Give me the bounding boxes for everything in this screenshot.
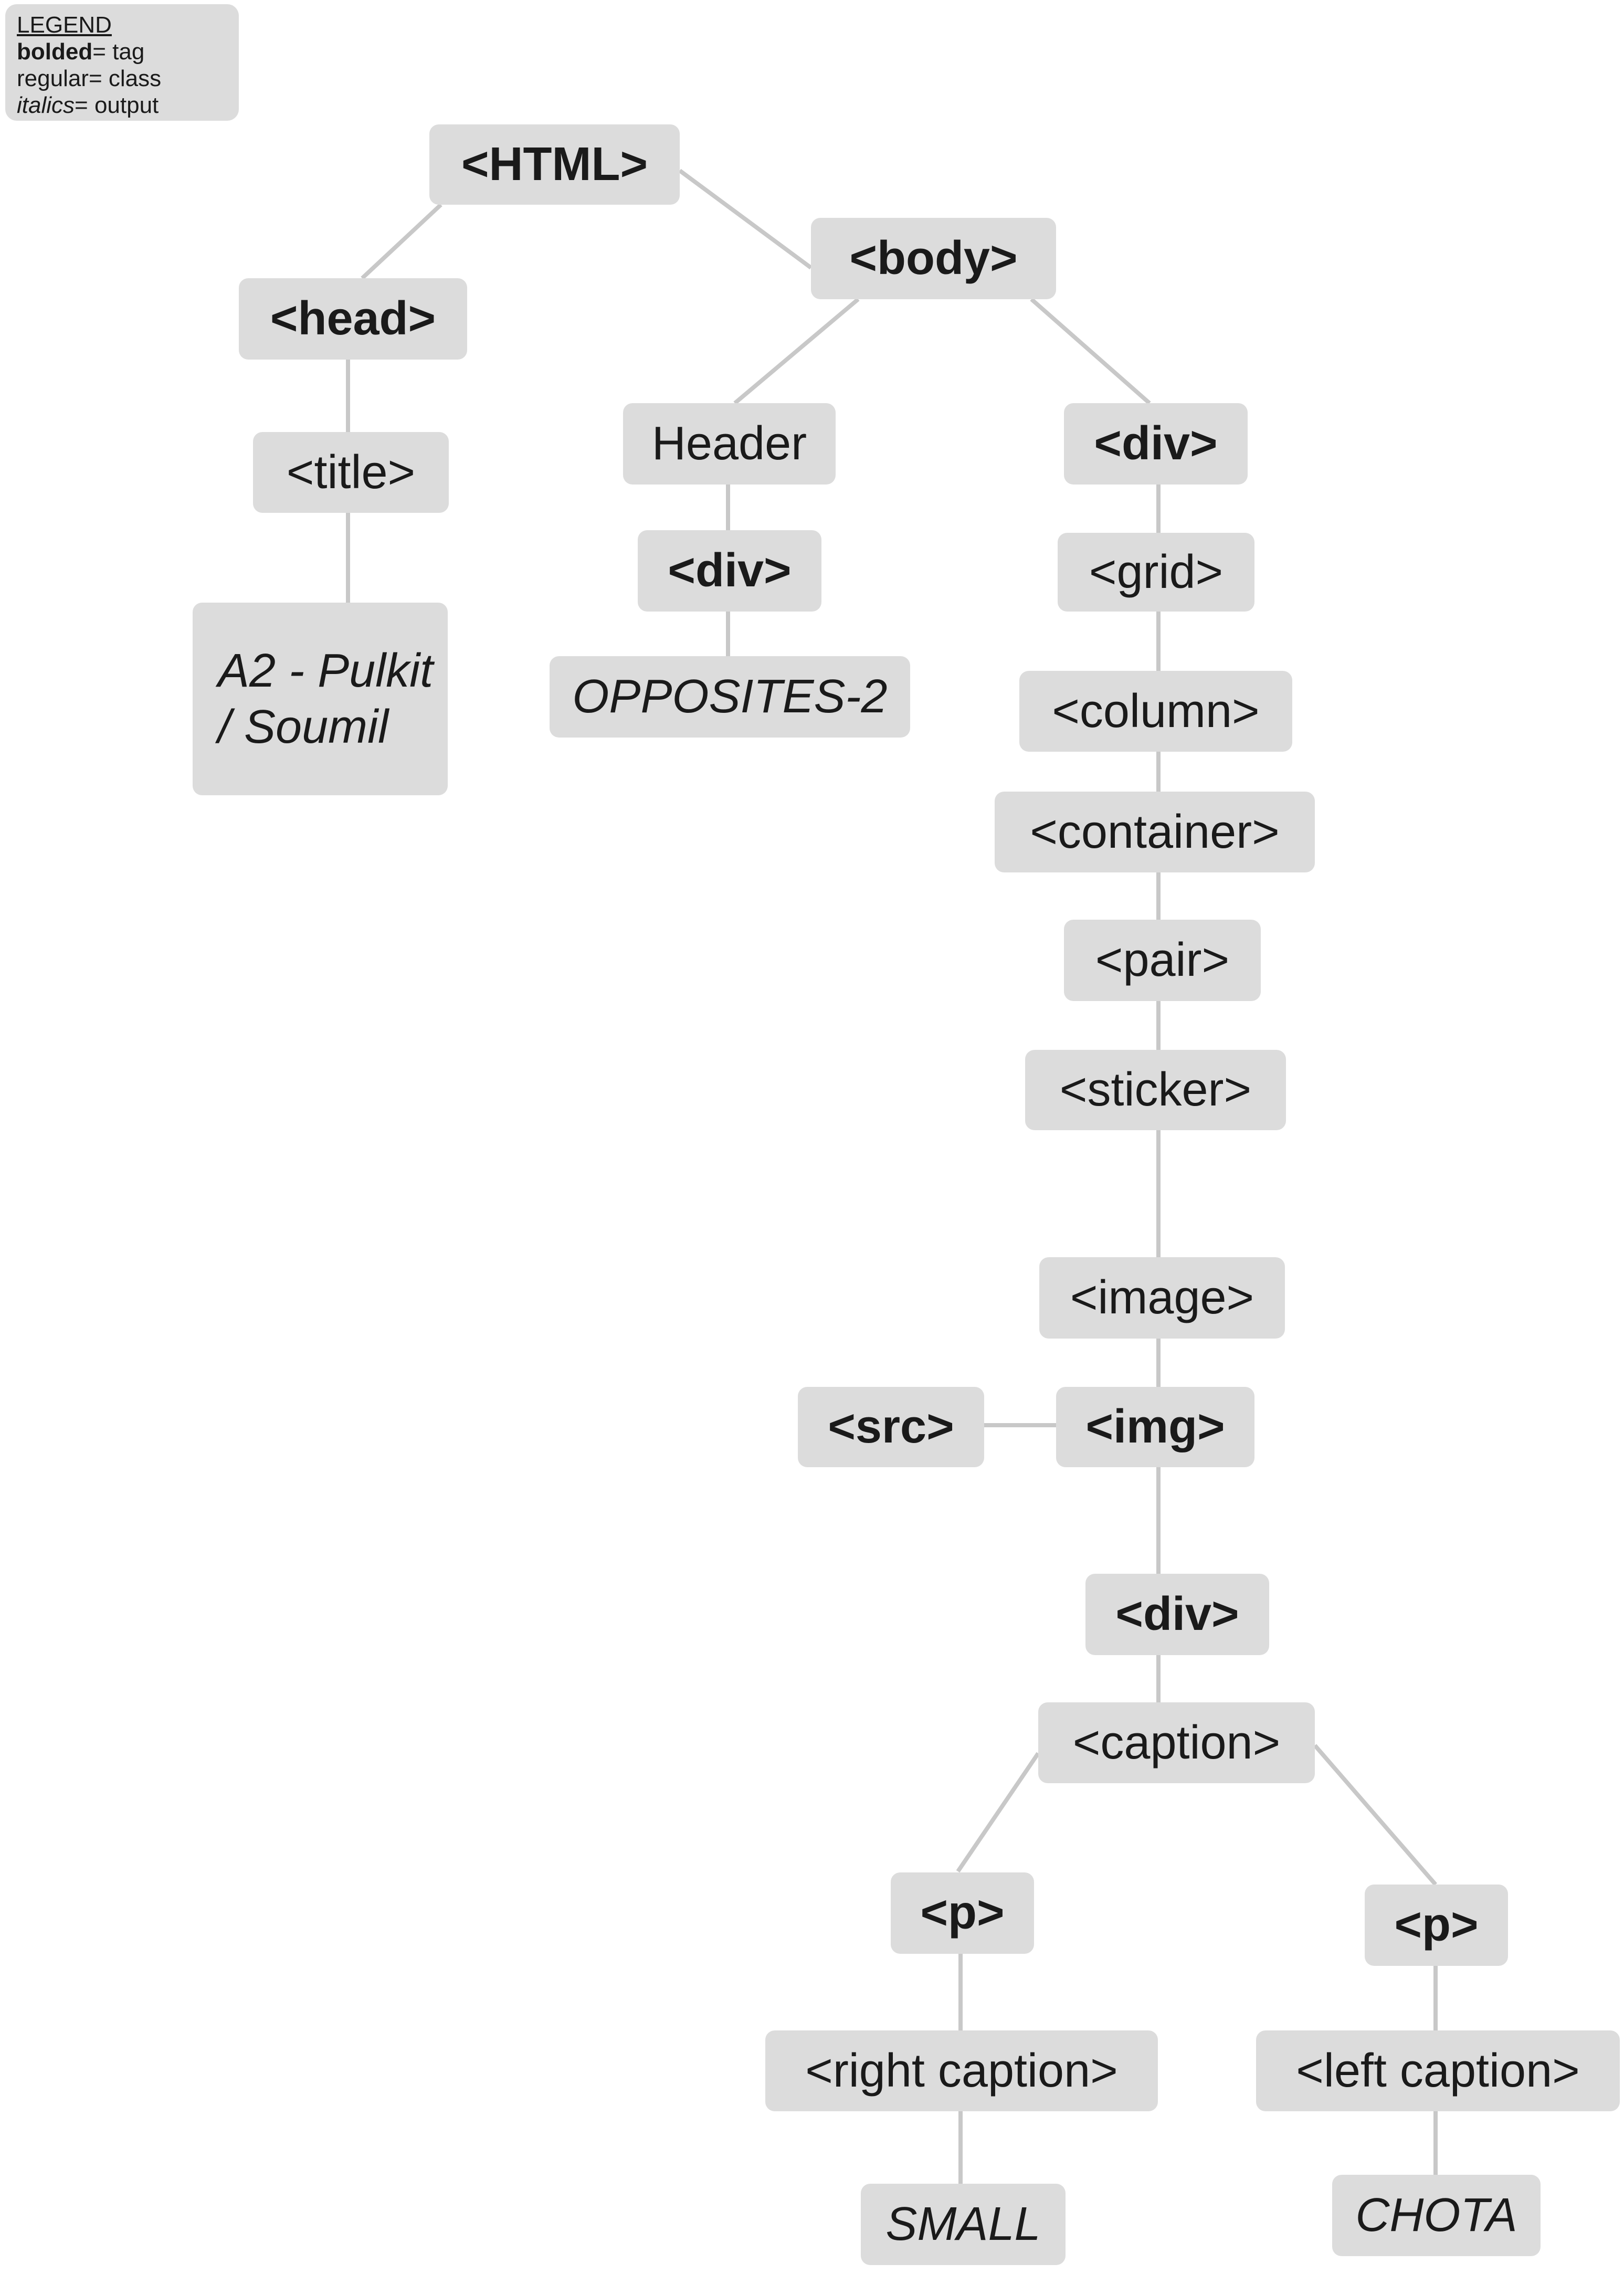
node-header-div: <div> <box>638 530 821 612</box>
node-body: <body> <box>811 218 1056 299</box>
node-header-text: OPPOSITES-2 <box>550 656 910 738</box>
node-pair: <pair> <box>1064 920 1261 1001</box>
legend-title: LEGEND <box>17 12 112 38</box>
node-sticker: <sticker> <box>1025 1050 1286 1130</box>
node-column: <column> <box>1019 671 1292 752</box>
legend-regular-meaning: = class <box>88 66 162 91</box>
node-container: <container> <box>995 792 1315 872</box>
node-caption: <caption> <box>1038 1702 1315 1783</box>
edge-body-div <box>1030 297 1151 405</box>
edge-body-header <box>733 297 860 405</box>
edge-html-body <box>678 169 813 270</box>
node-html: <HTML> <box>429 124 680 205</box>
node-title-text: A2 - Pulkit / Soumil <box>193 603 448 795</box>
edge-caption-pleft <box>956 1752 1040 1873</box>
node-head: <head> <box>239 278 467 360</box>
node-small: SMALL <box>861 2184 1066 2265</box>
legend-row-italic: italics= output <box>17 92 239 119</box>
legend-regular-word: regular <box>17 66 89 91</box>
node-left-caption: <left caption> <box>1256 2030 1620 2111</box>
node-right-caption: <right caption> <box>765 2030 1158 2111</box>
node-chota: CHOTA <box>1332 2175 1541 2256</box>
legend: LEGEND bolded= tag regular= class italic… <box>5 4 239 121</box>
edge-caption-pright <box>1313 1744 1438 1886</box>
node-p-right: <p> <box>1365 1885 1508 1966</box>
legend-italic-meaning: = output <box>75 92 159 118</box>
node-image: <image> <box>1039 1257 1285 1339</box>
node-grid: <grid> <box>1058 533 1254 612</box>
node-caption-div: <div> <box>1085 1574 1269 1655</box>
legend-row-regular: regular= class <box>17 65 239 92</box>
node-main-div: <div> <box>1064 403 1248 485</box>
node-header: Header <box>623 403 836 485</box>
node-title: <title> <box>253 432 449 513</box>
legend-bold-meaning: = tag <box>92 39 145 65</box>
node-img: <img> <box>1056 1387 1254 1467</box>
legend-row-bold: bolded= tag <box>17 38 239 65</box>
node-p-left: <p> <box>891 1872 1034 1954</box>
edge-html-head <box>361 203 442 280</box>
legend-italic-word: italics <box>17 92 75 118</box>
node-src: <src> <box>798 1387 984 1467</box>
legend-bold-word: bolded <box>17 39 93 65</box>
